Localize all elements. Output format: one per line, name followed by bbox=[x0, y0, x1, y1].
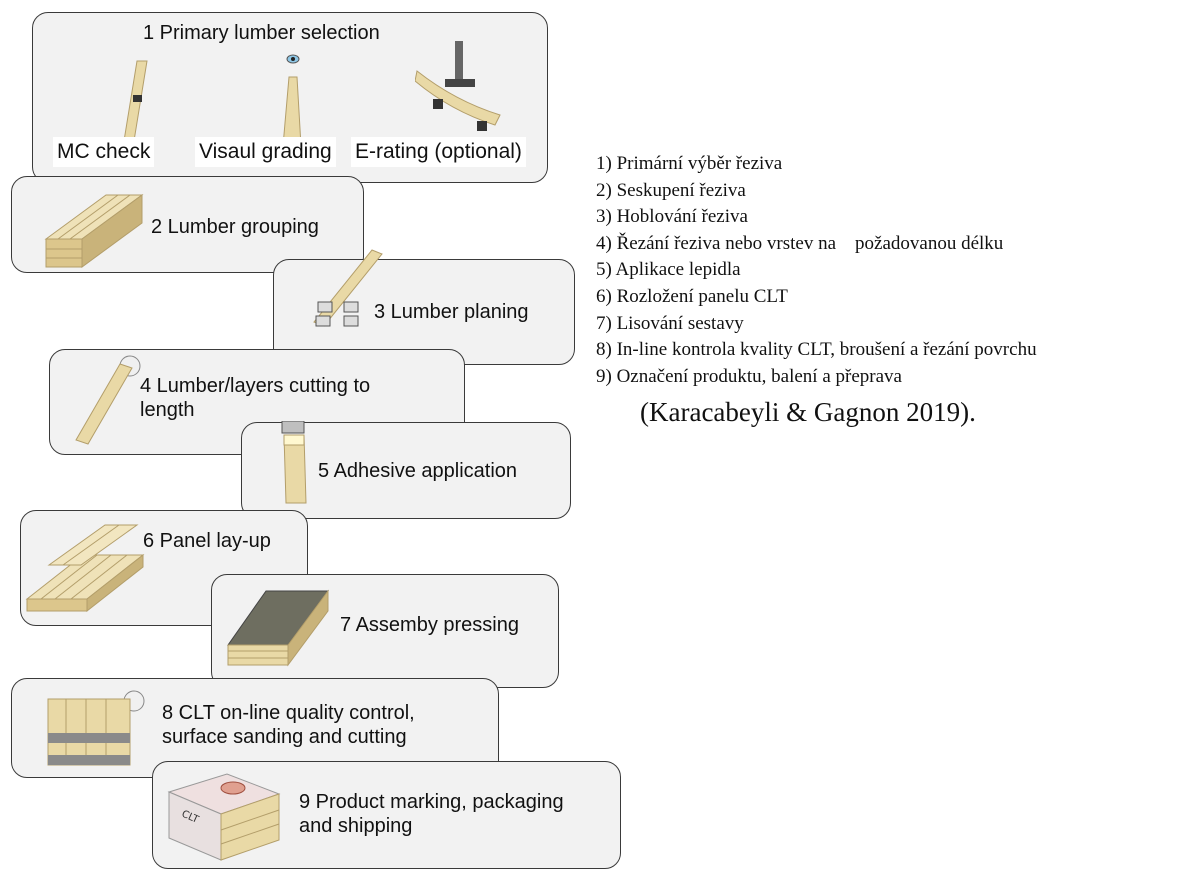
step-9-box: CLT 9 Product marking, packaging and shi… bbox=[152, 761, 621, 869]
step-7-box: 7 Assemby pressing bbox=[211, 574, 559, 688]
legend-list: 1) Primární výběr řeziva 2) Seskupení ře… bbox=[596, 151, 1037, 390]
citation: (Karacabeyli & Gagnon 2019). bbox=[640, 397, 976, 427]
lumber-cutting-icon bbox=[75, 355, 141, 445]
panel-layup-icon bbox=[25, 524, 145, 613]
step-4-label-text: 4 Lumber/layers cutting to length bbox=[140, 375, 371, 421]
step-7-label: 7 Assemby pressing bbox=[340, 614, 519, 636]
legend-item-9: 9) Označení produktu, balení a přeprava bbox=[596, 365, 902, 387]
step-2-box: 2 Lumber grouping bbox=[11, 176, 364, 273]
e-rating-machine-icon bbox=[415, 41, 501, 131]
step-6-label: 6 Panel lay-up bbox=[143, 530, 271, 552]
visual-grading-label: Visaul grading bbox=[195, 137, 336, 167]
step-5-box: 5 Adhesive application bbox=[241, 421, 571, 519]
legend-item-3: 3) Hoblování řeziva bbox=[596, 206, 748, 228]
step-8-label: 8 CLT on-line quality control, surface s… bbox=[162, 701, 462, 749]
lumber-planing-icon bbox=[313, 249, 383, 327]
step-9-label-text: 9 Product marking, packaging and shippin… bbox=[299, 791, 564, 837]
legend-item-1: 1) Primární výběr řeziva bbox=[596, 153, 783, 174]
quality-control-icon bbox=[47, 690, 145, 766]
step-8-label-text: 8 CLT on-line quality control, surface s… bbox=[162, 702, 415, 748]
step-1-box: 1 Primary lumber selection MC check Visa… bbox=[32, 12, 548, 183]
assembly-pressing-icon bbox=[227, 589, 329, 667]
legend-item-6: 6) Rozložení panelu CLT bbox=[596, 285, 788, 307]
step-3-label: 3 Lumber planing bbox=[374, 301, 529, 323]
e-rating-label: E-rating (optional) bbox=[351, 137, 526, 167]
step-2-label: 2 Lumber grouping bbox=[151, 216, 319, 238]
legend-item-2: 2) Seskupení řeziva bbox=[596, 179, 746, 201]
legend-item-4: 4) Řezání řeziva nebo vrstev na požadova… bbox=[596, 232, 1004, 254]
step-3-box: 3 Lumber planing bbox=[273, 249, 575, 365]
step-4-label: 4 Lumber/layers cutting to length bbox=[140, 374, 410, 422]
mc-check-label: MC check bbox=[53, 137, 155, 167]
legend-item-7: 7) Lisování sestavy bbox=[596, 312, 744, 334]
visual-grading-board-icon bbox=[282, 54, 302, 147]
product-marking-icon: CLT bbox=[167, 773, 281, 861]
mc-check-board-icon bbox=[122, 60, 148, 148]
step-5-label: 5 Adhesive application bbox=[318, 460, 518, 482]
step-9-label: 9 Product marking, packaging and shippin… bbox=[299, 790, 599, 838]
legend-item-5: 5) Aplikace lepidla bbox=[596, 259, 741, 281]
step-1-label: 1 Primary lumber selection bbox=[143, 22, 380, 44]
lumber-grouping-icon bbox=[44, 194, 144, 268]
legend-item-8: 8) In-line kontrola kvality CLT, broušen… bbox=[596, 339, 1037, 361]
adhesive-application-icon bbox=[281, 421, 307, 504]
